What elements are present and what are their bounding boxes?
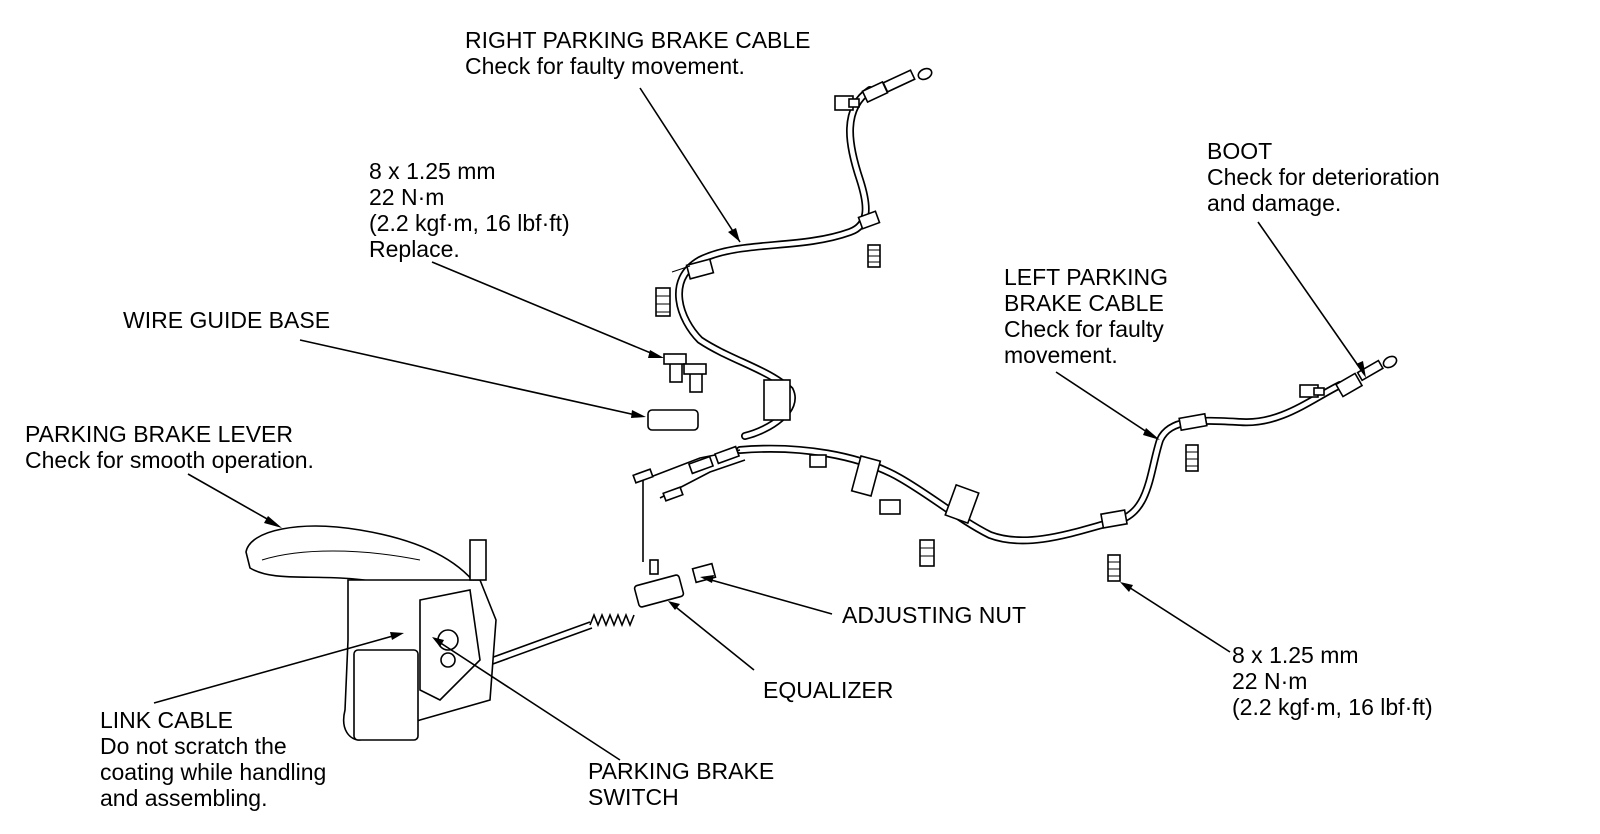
label-right-parking-brake-cable: RIGHT PARKING BRAKE CABLE Check for faul… — [465, 27, 811, 79]
label-parking-brake-lever: PARKING BRAKE LEVER Check for smooth ope… — [25, 421, 314, 473]
left-parking-brake-cable — [736, 355, 1398, 582]
parking-brake-lever — [245, 525, 497, 741]
label-equalizer: EQUALIZER — [763, 677, 894, 703]
label-wire-guide-base: WIRE GUIDE BASE — [123, 307, 331, 333]
cable-ends — [632, 445, 746, 502]
label-bolt-torque-top: 8 x 1.25 mm 22 N·m (2.2 kgf·m, 16 lbf·ft… — [369, 158, 570, 262]
label-parking-brake-switch: PARKING BRAKE SWITCH — [588, 758, 775, 810]
wire-guide-base — [647, 353, 707, 431]
label-bolt-torque-bottom: 8 x 1.25 mm 22 N·m (2.2 kgf·m, 16 lbf·ft… — [1232, 642, 1433, 720]
label-boot: BOOT Check for deterioration and damage. — [1207, 138, 1440, 216]
leader-lines — [153, 87, 1366, 761]
label-adjusting-nut: ADJUSTING NUT — [842, 602, 1026, 628]
label-left-parking-brake-cable: LEFT PARKING BRAKE CABLE Check for fault… — [1004, 264, 1169, 368]
right-parking-brake-cable — [655, 67, 933, 440]
label-link-cable: LINK CABLE Do not scratch the coating wh… — [100, 707, 327, 811]
